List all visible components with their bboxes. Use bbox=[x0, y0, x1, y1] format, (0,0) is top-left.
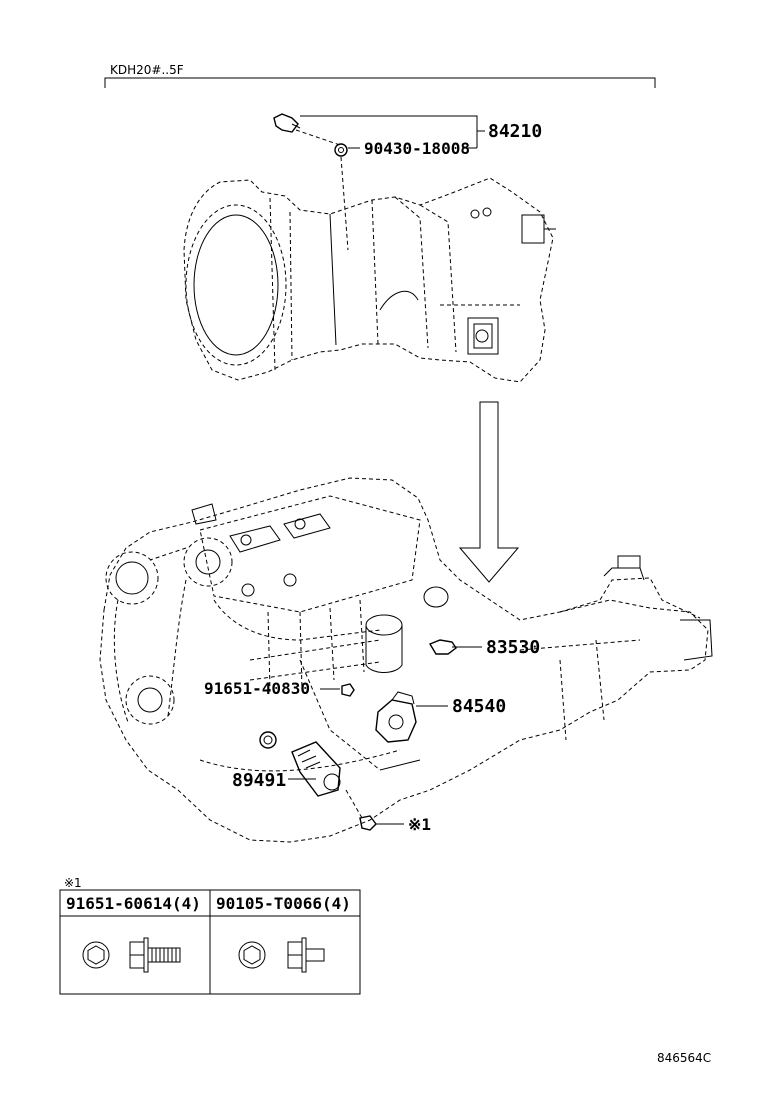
table-ref-mark: ※1 bbox=[64, 876, 82, 890]
fastener-table bbox=[59, 889, 361, 995]
connector-89491 bbox=[288, 741, 341, 797]
illustration-id: 846564C bbox=[657, 1051, 711, 1065]
callout-89491: 89491 bbox=[232, 770, 286, 791]
sensor-84540 bbox=[375, 691, 448, 743]
table-col-2-label: 90105-T0066(4) bbox=[216, 894, 351, 913]
callout-83530: 83530 bbox=[486, 637, 540, 658]
bolt-2-end-view-icon bbox=[238, 941, 266, 969]
transmission-illustration bbox=[183, 177, 556, 383]
callout-91651-40830: 91651-40830 bbox=[204, 679, 310, 698]
callout-84540: 84540 bbox=[452, 696, 506, 717]
bolt-91651-40830 bbox=[320, 683, 355, 697]
bolt-1-side-view-icon bbox=[129, 937, 181, 973]
speed-sensor-84210 bbox=[273, 113, 348, 157]
model-code: KDH20#..5F bbox=[110, 63, 184, 77]
table-col-1-label: 91651-60614(4) bbox=[66, 894, 201, 913]
install-arrow bbox=[458, 401, 520, 583]
bolt-ref-1 bbox=[345, 789, 404, 831]
switch-83530 bbox=[428, 639, 482, 655]
engine-illustration bbox=[99, 477, 713, 843]
callout-90430-18008: 90430-18008 bbox=[364, 139, 470, 158]
bolt-2-side-view-icon bbox=[287, 937, 325, 973]
bolt-1-end-view-icon bbox=[82, 941, 110, 969]
model-bracket bbox=[104, 77, 656, 88]
callout-ref-1: ※1 bbox=[408, 815, 431, 834]
callout-84210: 84210 bbox=[488, 121, 542, 142]
leader-84210 bbox=[300, 115, 478, 148]
